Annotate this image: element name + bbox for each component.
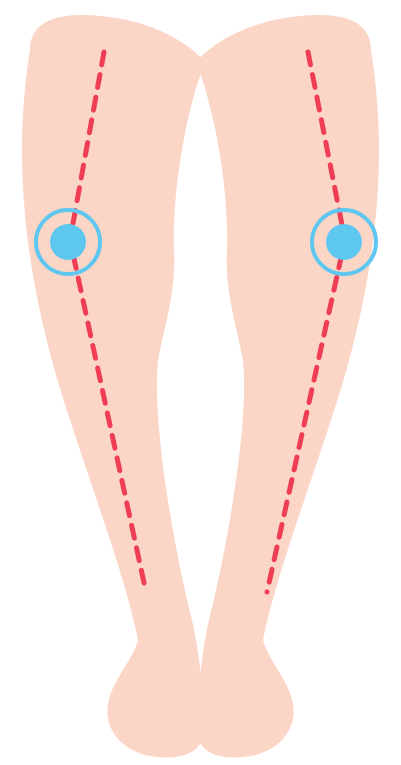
left-leg — [22, 15, 205, 757]
right-leg — [196, 15, 379, 757]
knee-marker-right-dot — [326, 224, 362, 260]
knee-marker-left-dot — [50, 224, 86, 260]
